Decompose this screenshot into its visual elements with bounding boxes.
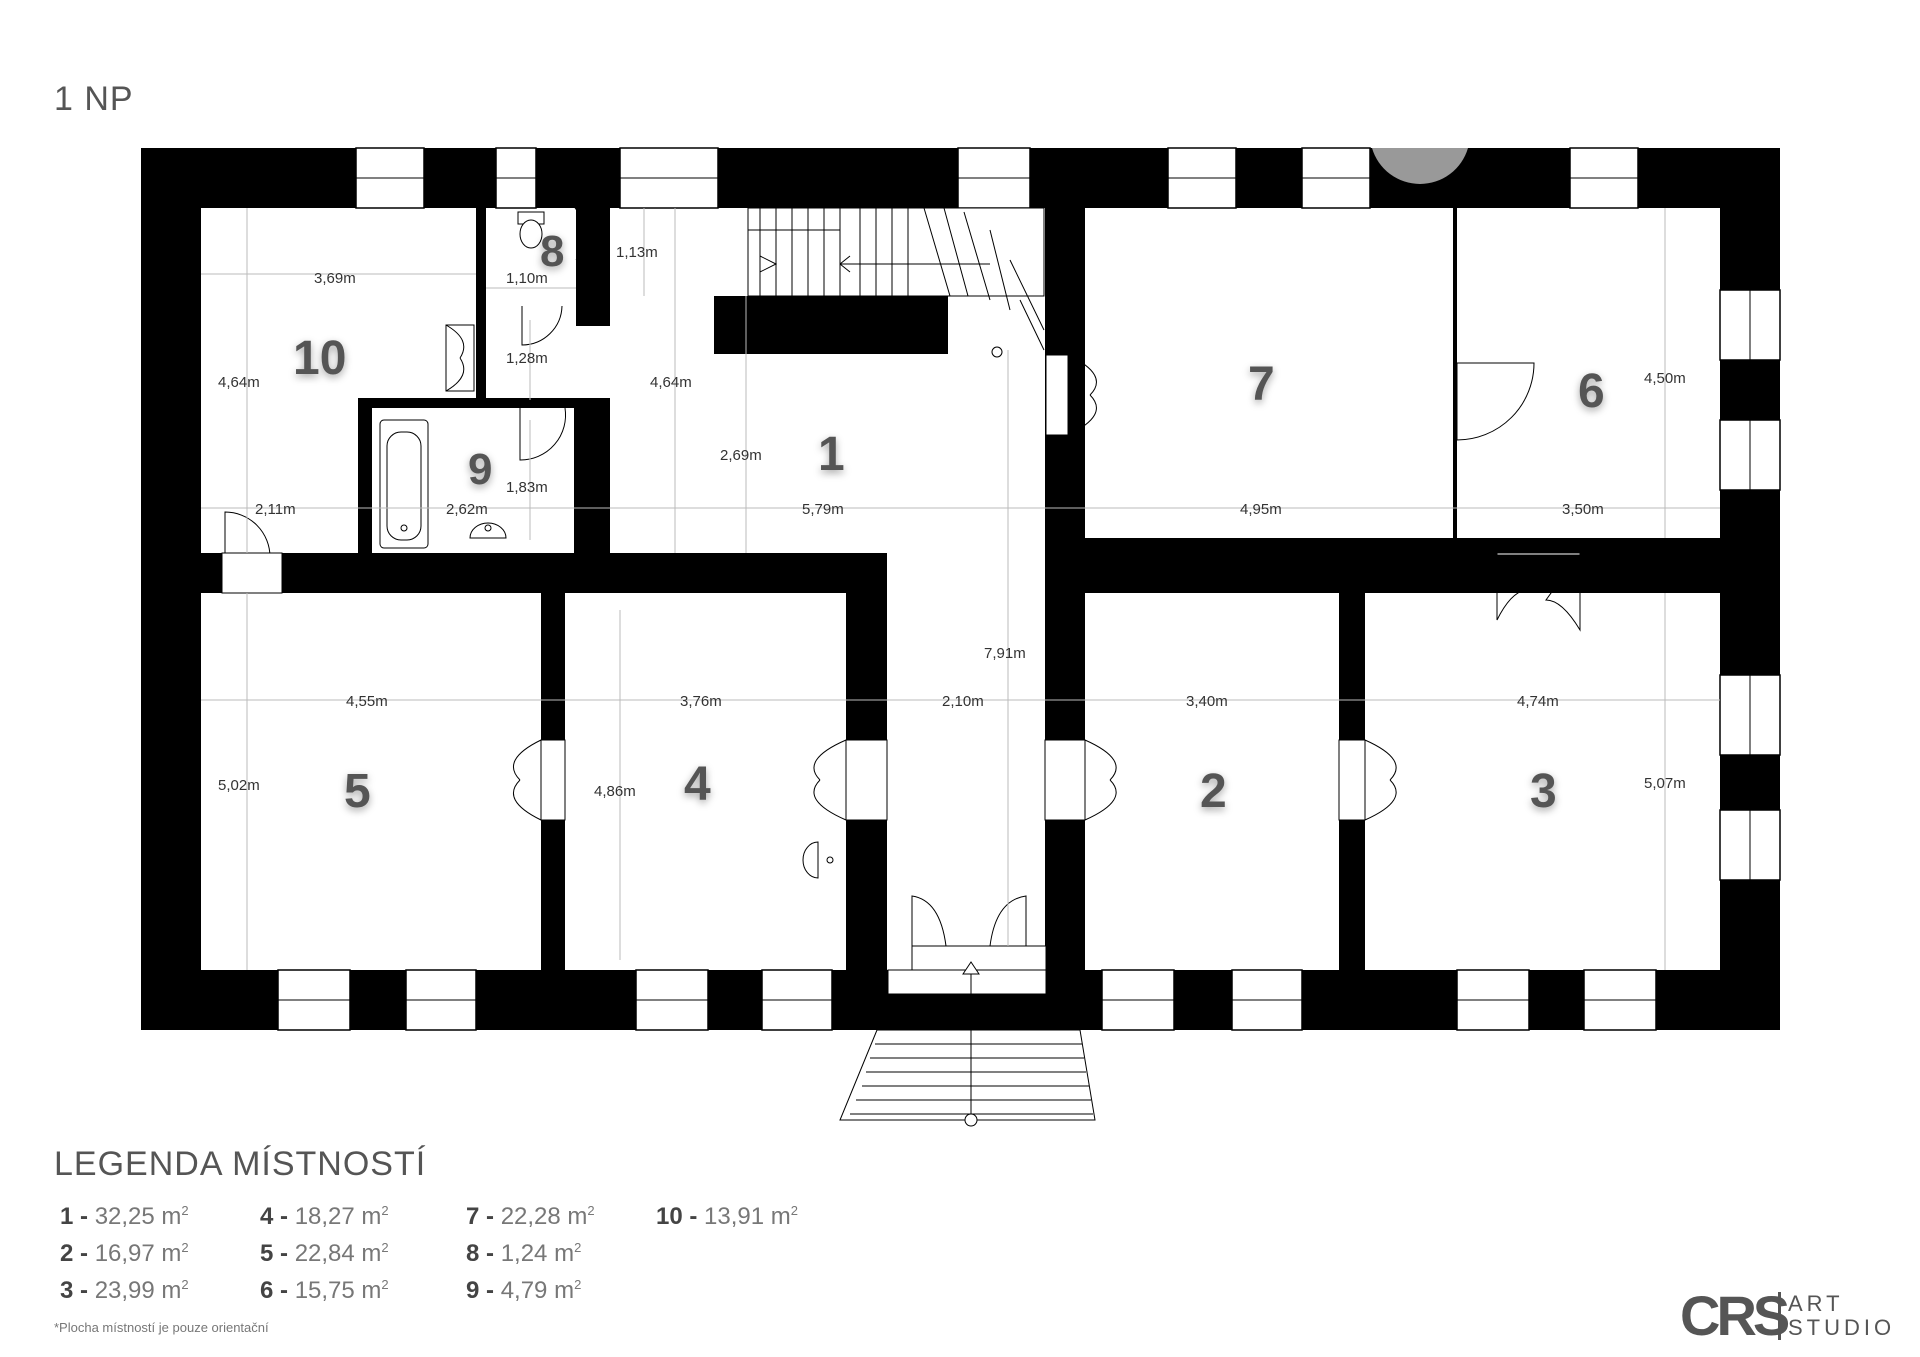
dim-label: 5,02m (218, 777, 260, 794)
dim-label: 4,95m (1240, 501, 1282, 518)
legend-item: 9 - 4,79 m2 (466, 1277, 582, 1304)
dim-label: 1,10m (506, 270, 548, 287)
dim-label: 3,40m (1186, 693, 1228, 710)
walls (141, 148, 1780, 1030)
dim-label: 4,86m (594, 783, 636, 800)
sanitary-fixtures (379, 211, 834, 879)
dim-label: 3,76m (680, 693, 722, 710)
legend-item: 2 - 16,97 m2 (60, 1240, 189, 1267)
legend-item: 7 - 22,28 m2 (466, 1203, 595, 1230)
dim-label: 1,13m (616, 244, 658, 261)
logo-mark: CRS (1680, 1284, 1790, 1347)
legend-title: LEGENDA MÍSTNOSTÍ (54, 1145, 427, 1183)
dim-label: 1,28m (506, 350, 548, 367)
dim-label: 4,64m (650, 374, 692, 391)
dim-label: 5,79m (802, 501, 844, 518)
room-number-6: 6 (1578, 365, 1605, 418)
room-number-4: 4 (684, 758, 711, 811)
logo-text: ART STUDIO (1788, 1292, 1895, 1340)
legend-column: 4 - 18,27 m2 5 - 22,84 m2 6 - 15,75 m2 (260, 1203, 389, 1314)
column-feature (1372, 148, 1468, 184)
dim-label: 2,62m (446, 501, 488, 518)
dim-label: 3,69m (314, 270, 356, 287)
dim-label: 5,07m (1644, 775, 1686, 792)
studio-logo: CRS ART STUDIO (1680, 1286, 1900, 1346)
room-number-7: 7 (1248, 358, 1275, 411)
doors (221, 207, 1581, 947)
dim-label: 7,91m (984, 645, 1026, 662)
dimension-labels: 3,69m 1,10m 1,13m 4,64m 1,28m 4,64m 2,69… (218, 244, 1686, 800)
room-number-5: 5 (344, 765, 371, 818)
legend-item: 1 - 32,25 m2 (60, 1203, 189, 1230)
dim-label: 1,83m (506, 479, 548, 496)
room-number-8: 8 (540, 227, 564, 276)
legend-item: 3 - 23,99 m2 (60, 1277, 189, 1304)
room-number-10: 10 (293, 332, 346, 385)
legend-item: 6 - 15,75 m2 (260, 1277, 389, 1304)
staircase (747, 207, 1045, 358)
room-number-1: 1 (818, 428, 845, 481)
logo-line-art: ART (1788, 1291, 1844, 1316)
dimension-lines (201, 208, 1720, 970)
dim-label: 2,11m (255, 501, 296, 518)
dim-label: 2,69m (720, 447, 762, 464)
legend: LEGENDA MÍSTNOSTÍ 1 - 32,25 m2 2 - 16,97… (54, 1145, 798, 1304)
logo-line-studio: STUDIO (1788, 1315, 1896, 1340)
room-numbers: 1 2 3 4 5 6 7 8 9 10 (293, 227, 1605, 818)
room-number-9: 9 (468, 445, 492, 494)
dim-label: 4,50m (1644, 370, 1686, 387)
entrance-stairs (839, 945, 1096, 1127)
legend-column: 7 - 22,28 m2 8 - 1,24 m2 9 - 4,79 m2 (466, 1203, 595, 1314)
logo-separator (1778, 1292, 1781, 1340)
legend-column: 1 - 32,25 m2 2 - 16,97 m2 3 - 23,99 m2 (60, 1203, 189, 1314)
legend-item: 10 - 13,91 m2 (656, 1203, 798, 1230)
dim-label: 2,10m (942, 693, 984, 710)
page-title: 1 NP (54, 80, 134, 118)
legend-column: 10 - 13,91 m2 (656, 1203, 798, 1240)
dim-label: 4,64m (218, 374, 260, 391)
room-number-2: 2 (1200, 765, 1227, 818)
dim-label: 4,74m (1517, 693, 1559, 710)
area-note: *Plocha místností je pouze orientační (54, 1320, 269, 1335)
legend-item: 4 - 18,27 m2 (260, 1203, 389, 1230)
dim-label: 3,50m (1562, 501, 1604, 518)
legend-item: 8 - 1,24 m2 (466, 1240, 582, 1267)
room-number-3: 3 (1530, 765, 1557, 818)
dim-label: 4,55m (346, 693, 388, 710)
legend-item: 5 - 22,84 m2 (260, 1240, 389, 1267)
